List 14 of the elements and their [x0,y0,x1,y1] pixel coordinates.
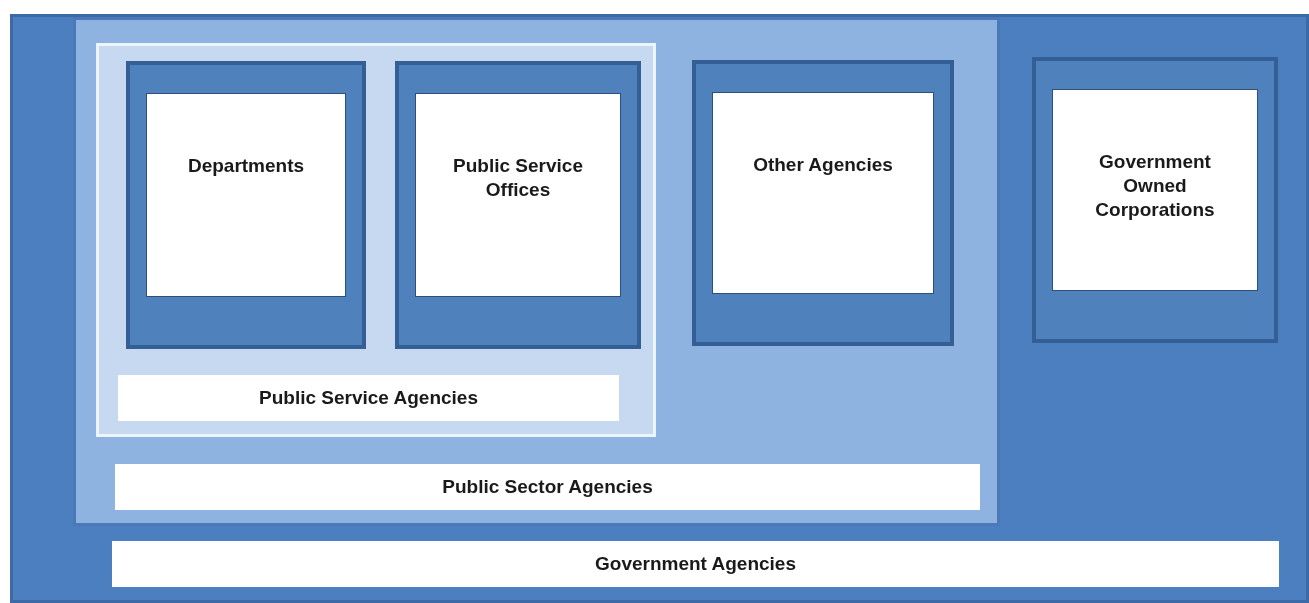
agency-frame [692,60,954,346]
group-panel [96,43,656,437]
group-label: Public Sector Agencies [115,464,980,510]
agency-name: Government Owned Corporations [1094,150,1216,222]
group-panel [73,17,1000,526]
agency-frame [126,61,366,349]
agency-frame [1032,57,1278,343]
agency-name: Other Agencies [753,153,893,177]
group-label: Government Agencies [112,541,1279,587]
agency-frame [395,61,641,349]
agency-name: Departments [187,154,305,178]
agency-name: Public Service Offices [452,154,584,202]
group-panel [10,14,1309,603]
group-label: Public Service Agencies [118,375,619,421]
